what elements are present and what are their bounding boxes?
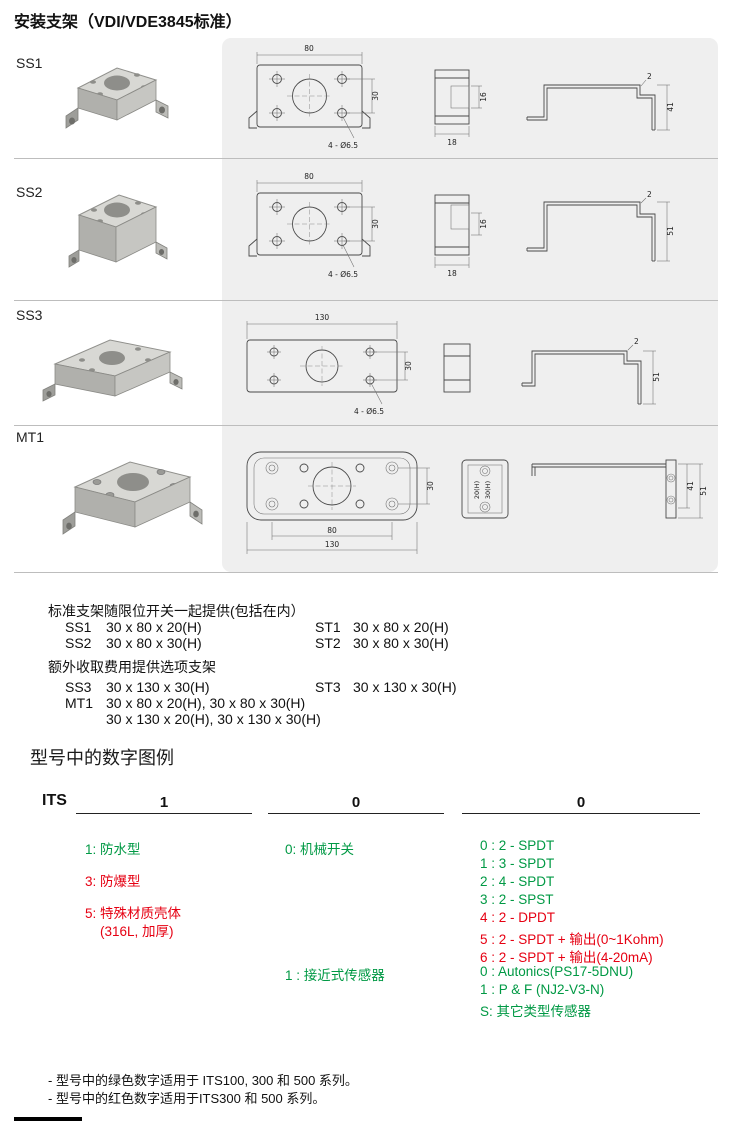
bracket-size: 30 x 80 x 20(H) [353, 619, 449, 635]
ss1-technical-drawing: 80 30 4 - Ø6.5 16 18 41 2 [248, 44, 675, 150]
dim-holes: 4 - Ø6.5 [328, 141, 358, 150]
legend-item: 4 : 2 - DPDT [480, 910, 556, 925]
bracket-code: SS3 [65, 679, 92, 695]
dim-holes: 4 - Ø6.5 [354, 407, 384, 416]
bracket-code: ST2 [315, 635, 341, 651]
bracket-code: SS2 [65, 635, 92, 651]
dim-height: 30 [404, 361, 413, 371]
row-divider [14, 158, 718, 159]
bracket-size: 30 x 130 x 30(H) [106, 679, 210, 695]
optional-note: 额外收取费用提供选项支架 [48, 659, 216, 675]
legend-item: 2 : 4 - SPDT [480, 874, 555, 889]
ss1-profile-view: 41 2 [526, 72, 675, 131]
legend-item: 1: 防水型 [85, 842, 141, 857]
dim-depth: 16 [479, 92, 488, 102]
dim-height-a: 20(H) [473, 481, 481, 499]
legend-prefix: ITS [42, 792, 67, 809]
legend-item: 0 : Autonics(PS17-5DNU) [480, 964, 634, 979]
legend-item: 6 : 2 - SPDT + 输出(4-20mA) [480, 950, 653, 965]
legend-item: S: 其它类型传感器 [480, 1004, 592, 1019]
legend-item: 5 : 2 - SPDT + 输出(0~1Kohm) [480, 932, 664, 947]
standard-note: 标准支架随限位开关一起提供(包括在内） [48, 603, 305, 619]
bracket-size: 30 x 80 x 20(H), 30 x 80 x 30(H) [106, 695, 306, 711]
ss2-front-view: 80 30 4 - Ø6.5 [248, 172, 380, 279]
legend-digit-2: 0 [268, 794, 444, 814]
dim-thickness: 2 [647, 190, 652, 199]
dim-width: 130 [315, 313, 330, 322]
dim-profile-height: 51 [666, 226, 675, 236]
dim-height: 30 [371, 91, 380, 101]
mt1-bracket-photo [62, 461, 203, 535]
dim-height: 30 [426, 481, 435, 491]
mt1-profile-view: 41 51 [531, 459, 708, 519]
dim-profile-b: 51 [699, 486, 708, 496]
dim-profile-height: 41 [666, 102, 675, 112]
legend-item: 5: 特殊材质壳体 [85, 906, 182, 921]
legend-item: 1 : 接近式传感器 [285, 968, 385, 983]
bracket-label-ss1: SS1 [16, 55, 43, 71]
legend-title: 型号中的数字图例 [30, 748, 174, 768]
ss2-profile-view: 51 2 [526, 190, 675, 262]
legend-item: 0: 机械开关 [285, 842, 355, 857]
ss3-side-view [443, 343, 471, 393]
dim-width: 80 [304, 172, 314, 181]
dim-profile-a: 41 [686, 481, 695, 491]
dim-thickness: 2 [634, 337, 639, 346]
page-title: 安装支架（VDI/VDE3845标准） [14, 14, 242, 31]
dim-depth: 16 [479, 219, 488, 229]
bracket-size: 30 x 130 x 30(H) [353, 679, 457, 695]
ss2-side-view: 16 18 [434, 194, 488, 278]
legend-item: 1 : P & F (NJ2-V3-N) [480, 982, 605, 997]
dim-outer-width: 130 [325, 540, 340, 549]
legend-item: (316L, 加厚) [100, 924, 174, 939]
bracket-size: 30 x 80 x 20(H) [106, 619, 202, 635]
mt1-technical-drawing: 30 80 130 20(H) 30(H) 41 51 [246, 451, 708, 554]
ss2-technical-drawing: 80 30 4 - Ø6.5 16 18 51 2 [248, 172, 675, 279]
ss1-bracket-photo [65, 67, 169, 129]
bracket-label-ss3: SS3 [16, 307, 43, 323]
ss3-profile-view: 51 2 [521, 337, 661, 405]
footnote-red: - 型号中的红色数字适用于ITS300 和 500 系列。 [48, 1091, 326, 1106]
ss3-technical-drawing: 130 30 4 - Ø6.5 51 2 [246, 313, 661, 416]
mt1-front-view: 30 80 130 [246, 451, 435, 554]
bracket-size: 30 x 80 x 30(H) [106, 635, 202, 651]
dim-holes: 4 - Ø6.5 [328, 270, 358, 279]
row-divider [14, 425, 718, 426]
bracket-code: MT1 [65, 695, 93, 711]
legend-item: 3 : 2 - SPST [480, 892, 554, 907]
bracket-size: 30 x 80 x 30(H) [353, 635, 449, 651]
bracket-label-mt1: MT1 [16, 429, 44, 445]
page-corner-mark [14, 1117, 82, 1121]
dim-height: 30 [371, 219, 380, 229]
bracket-label-ss2: SS2 [16, 184, 43, 200]
row-divider [14, 300, 718, 301]
ss2-bracket-photo [68, 194, 168, 268]
dim-base: 18 [447, 138, 457, 147]
bracket-code: SS1 [65, 619, 92, 635]
bracket-size: 30 x 130 x 20(H), 30 x 130 x 30(H) [106, 711, 321, 727]
bracket-code: ST3 [315, 679, 341, 695]
mt1-side-view: 20(H) 30(H) [461, 459, 509, 519]
dim-profile-height: 51 [652, 372, 661, 382]
dim-height-b: 30(H) [484, 481, 492, 499]
dim-base: 18 [447, 269, 457, 278]
ss3-bracket-photo [42, 339, 183, 402]
legend-item: 3: 防爆型 [85, 874, 141, 889]
dim-thickness: 2 [647, 72, 652, 81]
ss3-front-view: 130 30 4 - Ø6.5 [246, 313, 413, 416]
legend-item: 0 : 2 - SPDT [480, 838, 555, 853]
dim-width: 80 [304, 44, 314, 53]
legend-digit-1: 1 [76, 794, 252, 814]
ss1-side-view: 16 18 [434, 69, 488, 147]
bracket-code: ST1 [315, 619, 341, 635]
dim-inner-width: 80 [327, 526, 337, 535]
row-divider [14, 572, 718, 573]
legend-item: 1 : 3 - SPDT [480, 856, 555, 871]
ss1-front-view: 80 30 4 - Ø6.5 [248, 44, 380, 150]
legend-digit-3: 0 [462, 794, 700, 814]
footnote-green: - 型号中的绿色数字适用于 ITS100, 300 和 500 系列。 [48, 1073, 358, 1088]
